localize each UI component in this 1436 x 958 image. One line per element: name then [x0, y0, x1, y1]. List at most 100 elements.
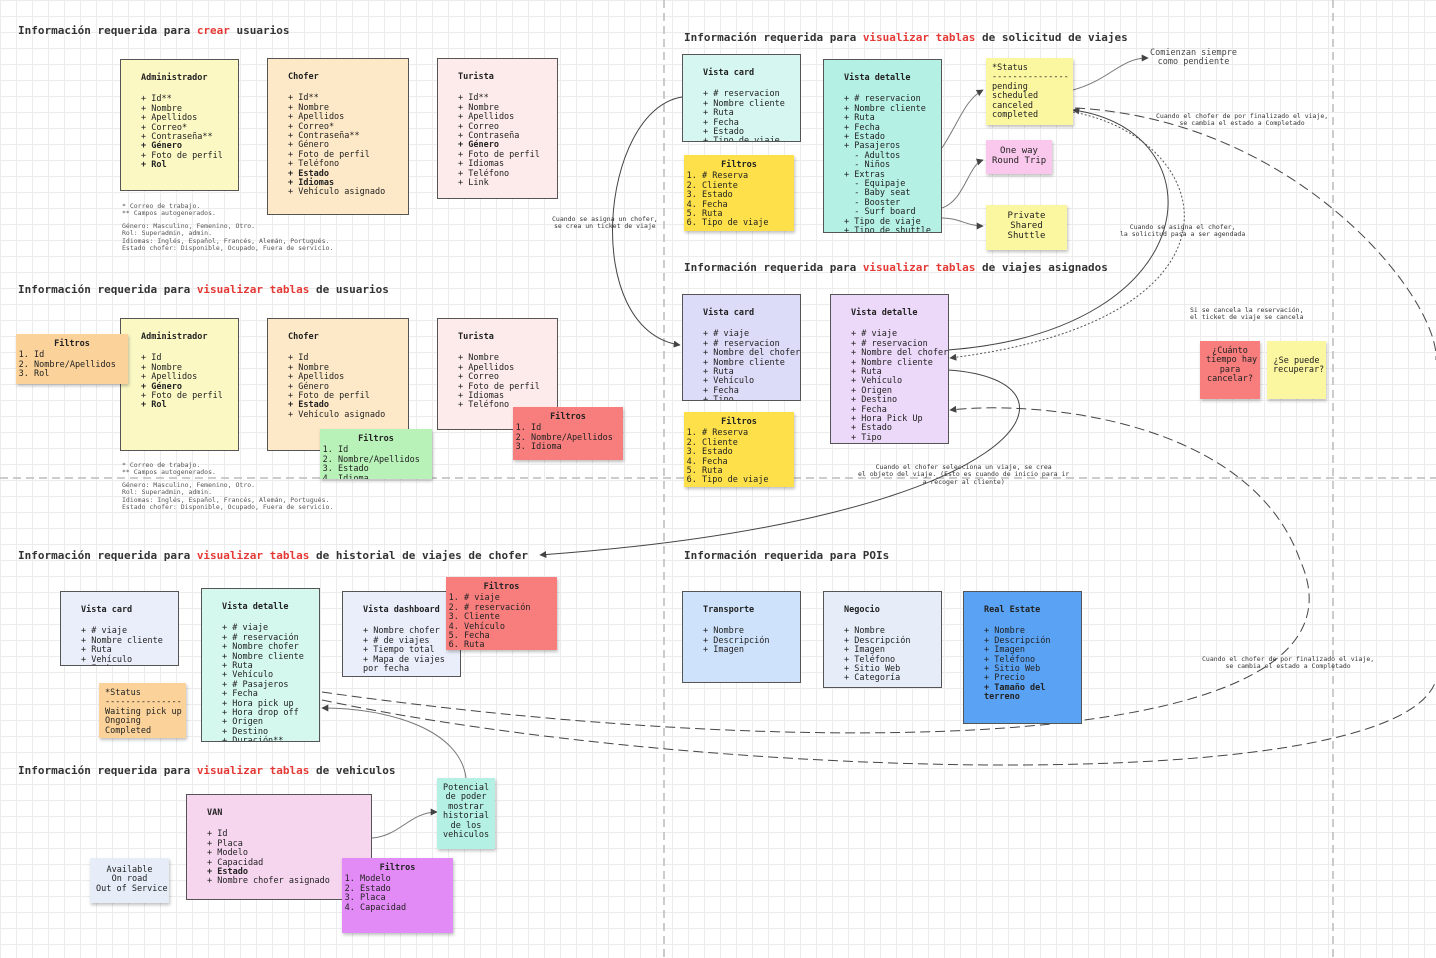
- sticky-line: On road: [111, 874, 148, 885]
- box-vis-chofer[interactable]: Chofer+ Id+ Nombre+ Apellidos+ Género+ F…: [267, 318, 409, 451]
- filter-item: Id: [34, 350, 122, 360]
- field-item: + Foto de perfil: [141, 391, 223, 402]
- field-item: + Contraseña: [458, 131, 520, 142]
- filter-list: IdNombre/ApellidosRol: [22, 350, 122, 379]
- box-crear-chofer[interactable]: Chofer+ Id**+ Nombre+ Apellidos+ Correo*…: [267, 58, 409, 215]
- field-item: + Sitio Web: [984, 664, 1041, 675]
- note-line: Género: Masculino, Femenino, Otro.: [122, 221, 256, 230]
- sticky-line: *Status: [992, 63, 1028, 73]
- filter-item: # Reserva: [702, 428, 788, 438]
- field-item: + Hora Pick Up: [851, 414, 923, 425]
- box-title: VAN: [207, 808, 223, 818]
- note-line: * Correo de trabajo.: [122, 202, 201, 210]
- field-item: + Descripción: [844, 635, 911, 646]
- box-title: Vista detalle: [844, 73, 911, 83]
- box-crear-turista[interactable]: Turista+ Id**+ Nombre+ Apellidos+ Correo…: [437, 58, 558, 199]
- box-title: Turista: [458, 72, 494, 82]
- field-item: + Foto de perfil: [458, 149, 540, 160]
- box-poi-negocio[interactable]: Negocio+ Nombre+ Descripción+ Imagen+ Te…: [823, 591, 942, 688]
- field-item: + Ruta: [851, 367, 882, 378]
- field-item: + Imagen: [844, 645, 885, 656]
- field-item: + Duración**: [222, 736, 284, 742]
- field-item: + Tipo de viaje: [844, 216, 921, 227]
- box-poi-real-estate[interactable]: Real Estate + Nombre+ Descripción+ Imagen…: [963, 591, 1082, 724]
- field-item: + Capacidad: [207, 857, 264, 868]
- connector-detalle-to-oneway: [941, 158, 984, 209]
- field-item: + Género: [288, 140, 329, 151]
- sticky-line: Available: [106, 865, 153, 875]
- annotation-line: se cambia el estado a Completado: [1179, 119, 1305, 128]
- filter-item: # reservación: [464, 603, 551, 613]
- note-line: Idiomas: Inglés, Español, Francés, Alemá…: [122, 236, 330, 245]
- filter-item: Fecha: [702, 457, 788, 467]
- field-item: + Nombre: [458, 353, 499, 364]
- sticky-filtros-chofer[interactable]: FiltrosIdNombre/ApellidosEstadoIdioma: [320, 429, 432, 479]
- note-line: ** Campos autogenerados.: [122, 468, 216, 477]
- box-historial-card[interactable]: Vista card+ # viaje+ Nombre cliente+ Rut…: [60, 591, 179, 666]
- field-item: + Pasajeros: [844, 141, 901, 152]
- field-item: + Id**: [141, 94, 172, 105]
- sticky-filtros-asignados[interactable]: Filtros# ReservaClienteEstadoFechaRutaTi…: [684, 412, 794, 487]
- sticky-line: vehiculos: [443, 830, 490, 841]
- field-item: + Estado: [288, 168, 329, 179]
- box-title: Administrador: [141, 73, 208, 83]
- sticky-filtros-solicitud[interactable]: Filtros# ReservaClienteEstadoFechaRutaTi…: [684, 155, 794, 231]
- sticky-line: Completed: [105, 725, 152, 736]
- field-item: + Teléfono: [844, 654, 896, 665]
- filter-item: Idioma: [531, 442, 617, 452]
- box-vis-turista[interactable]: Turista+ Nombre+ Apellidos+ Correo+ Foto…: [437, 318, 558, 430]
- note-line: Rol: Superadmin, admin.: [122, 488, 213, 497]
- sticky-filtros-van[interactable]: FiltrosModeloEstadoPlacaCapacidad: [342, 858, 453, 933]
- field-item: + Nombre cliente: [222, 651, 304, 662]
- filter-title: Filtros: [550, 412, 586, 422]
- filter-list: IdNombre/ApellidosIdioma: [519, 423, 617, 452]
- sticky-filtros-turista[interactable]: FiltrosIdNombre/ApellidosIdioma: [513, 407, 623, 460]
- field-item: + Género: [141, 381, 182, 392]
- field-item: + Ruta: [844, 113, 875, 124]
- field-item: + Teléfono: [984, 654, 1036, 665]
- field-list: + Nombre+ Descripción+ Imagen+ Teléfono+…: [984, 626, 1075, 702]
- note-line: ** Campos autogenerados.: [122, 209, 216, 218]
- field-item: + Correo*: [141, 122, 188, 133]
- field-item: + # viaje: [851, 329, 898, 340]
- field-item: + Tipo de viaje: [703, 136, 780, 142]
- box-poi-transporte[interactable]: Transporte+ Nombre+ Descripción+ Imagen: [682, 591, 801, 683]
- filter-item: Tipo de viaje: [702, 219, 788, 229]
- box-historial-detalle[interactable]: Vista detalle+ # viaje+ # reservación+ N…: [201, 588, 320, 742]
- field-item: + Ruta: [703, 367, 734, 378]
- filter-title: Filtros: [54, 339, 90, 349]
- field-item: - Surf board: [844, 207, 916, 218]
- sticky-line: ¿Cuánto: [1212, 346, 1248, 356]
- box-historial-dashboard[interactable]: Vista dashboard+ Nombre chofer+ # de via…: [342, 591, 461, 677]
- box-solicitud-card[interactable]: Vista card+ # reservacion+ Nombre client…: [682, 54, 801, 142]
- sticky-line: Ongoing: [105, 716, 141, 727]
- annotation-line: a recoger al cliente): [922, 477, 1005, 486]
- field-item: + Nombre cliente: [81, 635, 163, 646]
- field-item: + Rol: [141, 400, 167, 411]
- box-crear-administrador[interactable]: Administrador+ Id**+ Nombre+ Apellidos+ …: [120, 59, 239, 191]
- field-item: + Origen: [851, 385, 892, 396]
- field-item: + Placa: [207, 838, 243, 849]
- field-item: + # reservacion: [851, 338, 928, 349]
- box-asignados-detalle[interactable]: Vista detalle+ # viaje+ # reservacion+ N…: [830, 294, 949, 444]
- sticky-line: Shared: [1010, 221, 1043, 231]
- box-solicitud-detalle[interactable]: Vista detalle+ # reservacion+ Nombre cli…: [823, 59, 942, 233]
- box-vis-administrador[interactable]: Administrador+ Id+ Nombre+ Apellidos+ Gé…: [120, 318, 239, 451]
- sticky-filtros-historial[interactable]: Filtros# viaje# reservaciónClienteVehícu…: [446, 577, 557, 650]
- connector-card-to-assigned: [612, 96, 683, 348]
- box-asignados-card[interactable]: Vista card+ # viaje+ # reservacion+ Nomb…: [682, 294, 801, 401]
- sticky-filtros-admin[interactable]: FiltrosIdNombre/ApellidosRol: [16, 334, 128, 384]
- box-title: Chofer: [288, 332, 319, 342]
- field-item: + Vehículo asignado: [288, 187, 386, 198]
- box-van[interactable]: VAN+ Id+ Placa+ Modelo+ Capacidad+ Estad…: [186, 794, 372, 900]
- field-list: + Id**+ Nombre+ Apellidos+ Correo*+ Cont…: [288, 93, 402, 198]
- box-title: Real Estate: [984, 605, 1041, 615]
